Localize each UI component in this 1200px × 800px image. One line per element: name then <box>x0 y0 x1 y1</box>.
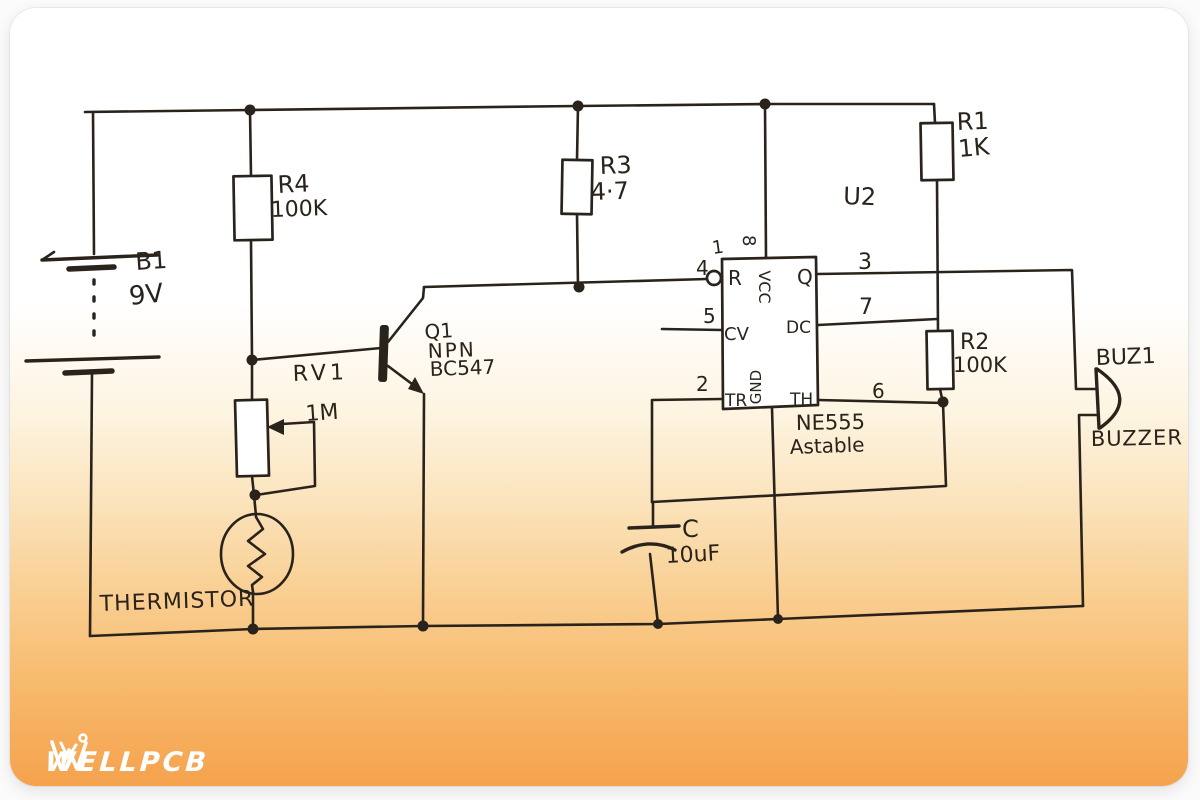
rv1-wiper-arrow <box>267 419 284 435</box>
label-buzzer-ref: BUZ1 <box>1095 344 1156 371</box>
label-r1-ref: R1 <box>956 107 989 136</box>
q1-base-bar <box>378 324 389 383</box>
pin-name-trig: TR <box>724 391 747 411</box>
label-battery-voltage: 9V <box>128 279 165 312</box>
resistor-r1 <box>919 102 955 333</box>
wellpcb-logo-mark <box>50 733 88 771</box>
rv1-wiper-wire <box>254 420 317 497</box>
pin-number-2: 2 <box>696 372 709 396</box>
label-r3-ref: R3 <box>599 151 632 180</box>
label-cap-ref: C <box>682 515 699 543</box>
label-q1-part: BC547 <box>429 355 495 381</box>
pin-number-7: 7 <box>859 295 873 320</box>
label-rv1-ref: RV1 <box>292 360 348 387</box>
label-thermistor: THERMISTOR <box>98 587 254 617</box>
output-wire <box>816 268 1097 391</box>
reset-bubble <box>705 269 723 287</box>
reset-wire <box>422 277 709 289</box>
top-power-rail <box>83 102 936 256</box>
pin-name-th: TH <box>789 390 813 410</box>
pin-name-dis: DC <box>786 318 811 338</box>
label-r4-value: 100K <box>270 196 328 223</box>
pin-number-4: 4 <box>696 256 709 280</box>
threshold-wire <box>816 398 945 405</box>
pin-number-6: 6 <box>872 379 885 403</box>
label-battery-ref: B1 <box>134 246 168 276</box>
label-ic-part: NE555 <box>796 410 865 435</box>
pin-name-reset: R <box>728 266 742 290</box>
resistor-r3 <box>560 104 594 289</box>
gnd-pin-wire <box>770 406 780 621</box>
schematic-card: B1 9V R4 100K R3 4·7 R1 1K R2 100K RV1 1… <box>10 8 1188 786</box>
q1-collector <box>386 285 426 344</box>
label-r3-value: 4·7 <box>590 177 629 206</box>
pin-number-8: 8 <box>738 235 759 246</box>
junction-dots <box>244 98 949 635</box>
circuit-schematic-svg: B1 9V R4 100K R3 4·7 R1 1K R2 100K RV1 1… <box>24 98 1183 778</box>
label-r2-value: 100K <box>953 353 1008 377</box>
timing-node-wire <box>650 401 948 504</box>
label-ic-ref: U2 <box>843 182 877 211</box>
capacitor-c <box>620 500 681 626</box>
battery-positive-wire <box>91 110 96 256</box>
transistor-q1 <box>378 285 426 628</box>
label-r4-ref: R4 <box>277 169 310 199</box>
pin-number-3: 3 <box>858 250 872 275</box>
trigger-wire <box>650 397 724 504</box>
label-rv1-value: 1M <box>305 400 340 427</box>
pin-name-vcc: VCC <box>755 270 774 303</box>
ground-rail <box>88 604 1085 638</box>
pin-name-out: Q <box>797 265 813 289</box>
label-q1-type: NPN <box>427 337 476 363</box>
pin-number-1: 1 <box>711 237 725 259</box>
resistor-r2 <box>925 329 955 405</box>
wellpcb-logo-text: WELLPCB <box>44 747 210 778</box>
label-buzzer: BUZZER <box>1091 425 1183 451</box>
pin-name-cv: CV <box>724 324 750 345</box>
label-cap-value: 10uF <box>665 541 721 569</box>
buzzer-symbol <box>1077 367 1122 608</box>
discharge-wire <box>816 317 939 327</box>
cv-stub-wire <box>660 327 724 332</box>
q1-emitter-arrow <box>408 377 424 394</box>
label-r1-value: 1K <box>957 132 992 163</box>
pin-name-gnd: GND <box>747 370 765 404</box>
wellpcb-logo: WELLPCB <box>44 733 210 778</box>
pin-number-5: 5 <box>703 304 716 328</box>
label-ic-mode: Astable <box>789 432 865 459</box>
q1-emitter-drop <box>421 392 426 628</box>
thermistor-symbol <box>219 493 295 631</box>
battery-symbol <box>24 250 161 638</box>
vcc-drop-wire <box>763 102 768 260</box>
resistor-r4 <box>232 108 274 362</box>
ic-ne555-body <box>720 255 820 411</box>
label-q1-ref: Q1 <box>424 318 454 344</box>
battery-negative-wire <box>88 372 94 638</box>
label-r2-ref: R2 <box>960 330 989 355</box>
base-wire <box>250 346 383 362</box>
